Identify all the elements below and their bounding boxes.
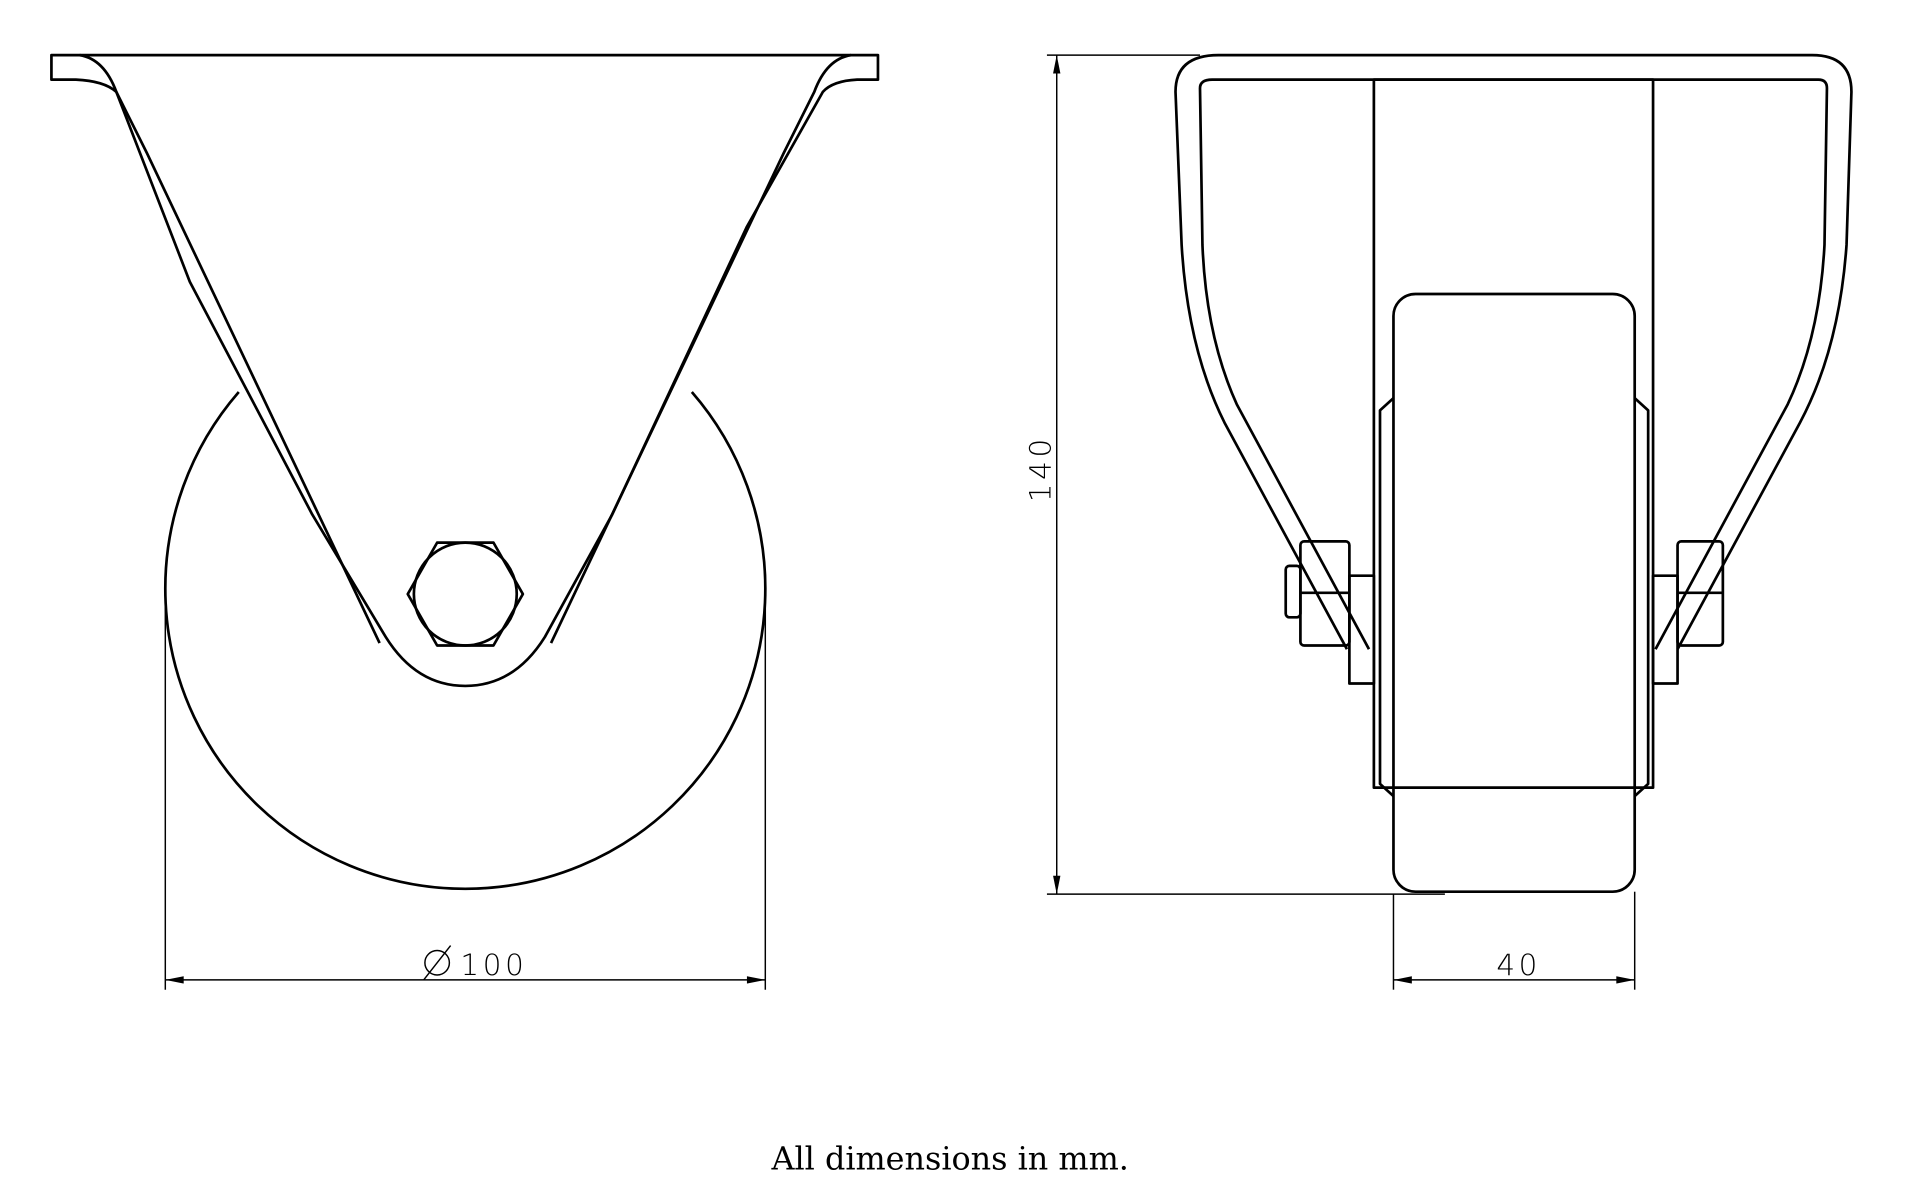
units-note: All dimensions in mm. [771, 1140, 1129, 1178]
bracket-leg-left [1348, 574, 1376, 685]
bracket-right-leg [549, 53, 852, 644]
side-view: 140 40 [1024, 53, 1853, 990]
fork-center [1372, 78, 1655, 789]
bracket-left-leg [79, 53, 381, 644]
width-dimension-label: 40 [1496, 948, 1541, 982]
wheel-outline [163, 391, 767, 891]
wheel-tread [1392, 292, 1637, 894]
bracket-outer [1174, 53, 1853, 650]
diameter-dimension-label: 100 [460, 948, 527, 982]
axle-nut-right [1676, 540, 1725, 647]
axle-nut-left [1284, 540, 1351, 647]
axle-bolt [412, 541, 519, 647]
bracket-inner [1198, 78, 1829, 650]
diameter-symbol-icon [423, 945, 452, 981]
hub [1378, 397, 1650, 798]
axle-hex-nut [406, 541, 525, 647]
front-view: 100 [50, 53, 880, 990]
mounting-plate [50, 53, 880, 688]
height-dimension-label: 140 [1024, 435, 1058, 502]
